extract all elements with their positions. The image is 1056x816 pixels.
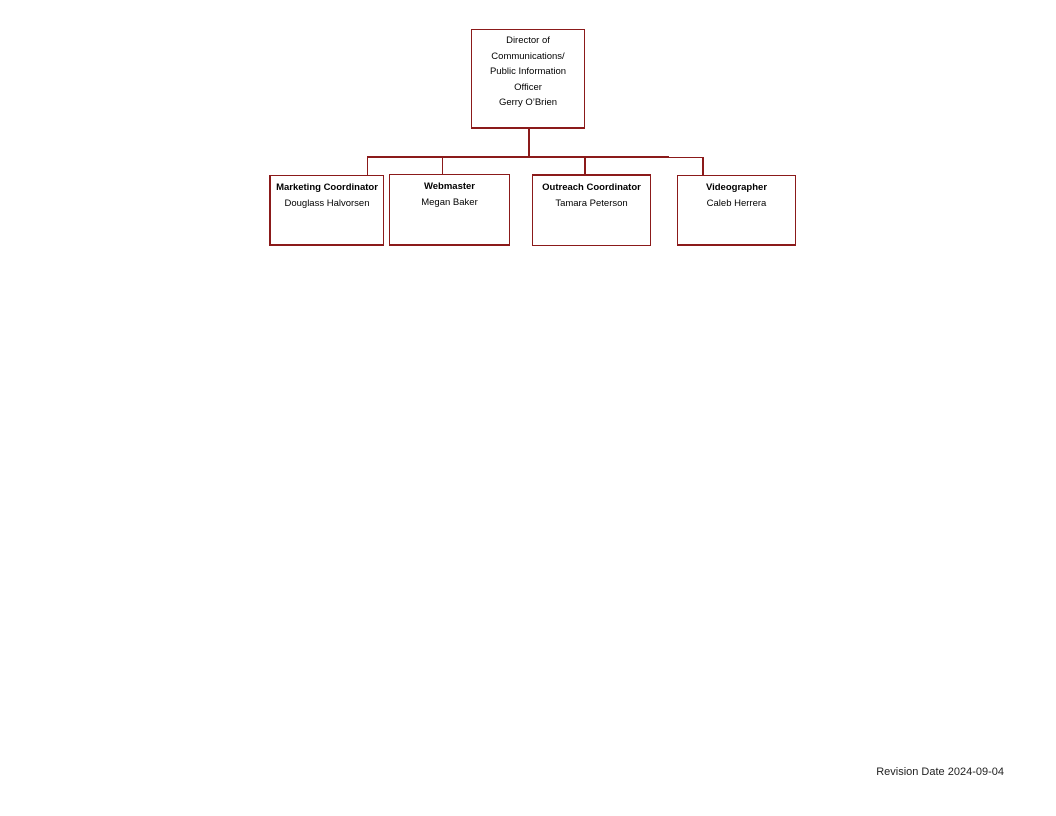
videographer-title: Videographer <box>705 182 768 193</box>
director-name: Gerry O’Brien <box>498 97 558 108</box>
videographer-name: Caleb Herrera <box>706 197 767 209</box>
marketing-coordinator-box: Marketing Coordinator Douglass Halvorsen <box>269 175 384 246</box>
outreach-coordinator-name: Tamara Peterson <box>555 197 628 209</box>
webmaster-box: Webmaster Megan Baker <box>389 174 510 246</box>
director-box: Director of Communications/ Public Infor… <box>471 29 585 129</box>
director-title: Director of Communications/ Public Infor… <box>489 35 567 93</box>
videographer-box: Videographer Caleb Herrera <box>677 175 796 246</box>
outreach-coordinator-box: Outreach Coordinator Tamara Peterson <box>532 174 651 246</box>
revision-date: Revision Date 2024-09-04 <box>876 766 1004 778</box>
marketing-coordinator-name: Douglass Halvorsen <box>284 197 370 209</box>
outreach-coordinator-title: Outreach Coordinator <box>542 182 641 193</box>
marketing-coordinator-title: Marketing Coordinator <box>276 182 378 193</box>
webmaster-title: Webmaster <box>423 181 476 192</box>
webmaster-name: Megan Baker <box>421 196 478 208</box>
